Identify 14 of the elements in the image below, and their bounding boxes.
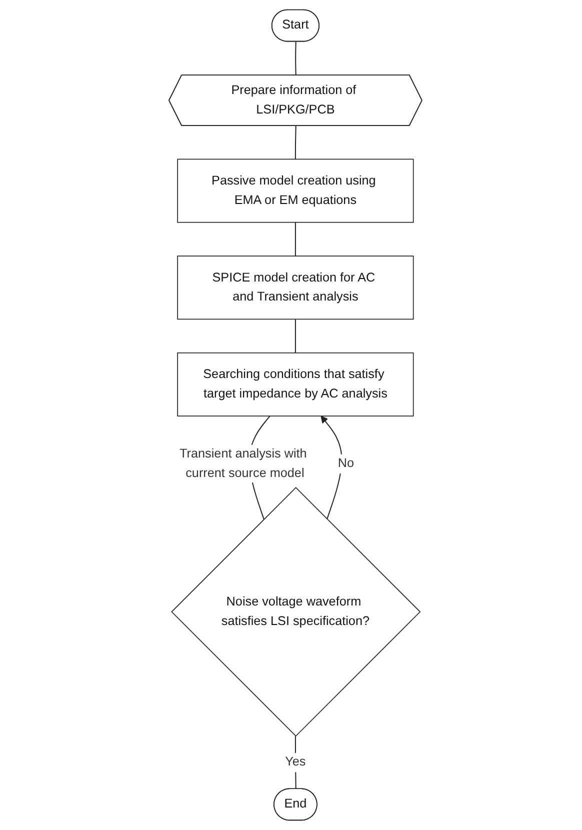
- connector: [294, 222, 296, 256]
- node-box: [176, 158, 414, 223]
- edge-label: Yes: [284, 754, 306, 769]
- node-diamond: [170, 487, 420, 737]
- node-box: [176, 352, 414, 416]
- node-box: [176, 256, 414, 320]
- edge-label: No: [338, 456, 354, 470]
- arrow: [320, 416, 342, 520]
- flowchart: Transient analysis with current source model Yes No Start Prepare information of LSI/PKG/PCB Passive model creation using EMA or EM equations SPICE model creation for AC and Transient analysis Searching conditions that satisfy target impedance by AC analysis Noise voltage waveform satisfies LSI specification? End: [154, 3, 428, 827]
- connector: [294, 126, 296, 160]
- connector: [294, 42, 296, 76]
- edge-label: Transient analysis with current source model: [179, 446, 306, 480]
- connector: [294, 319, 296, 353]
- connector: [294, 736, 296, 790]
